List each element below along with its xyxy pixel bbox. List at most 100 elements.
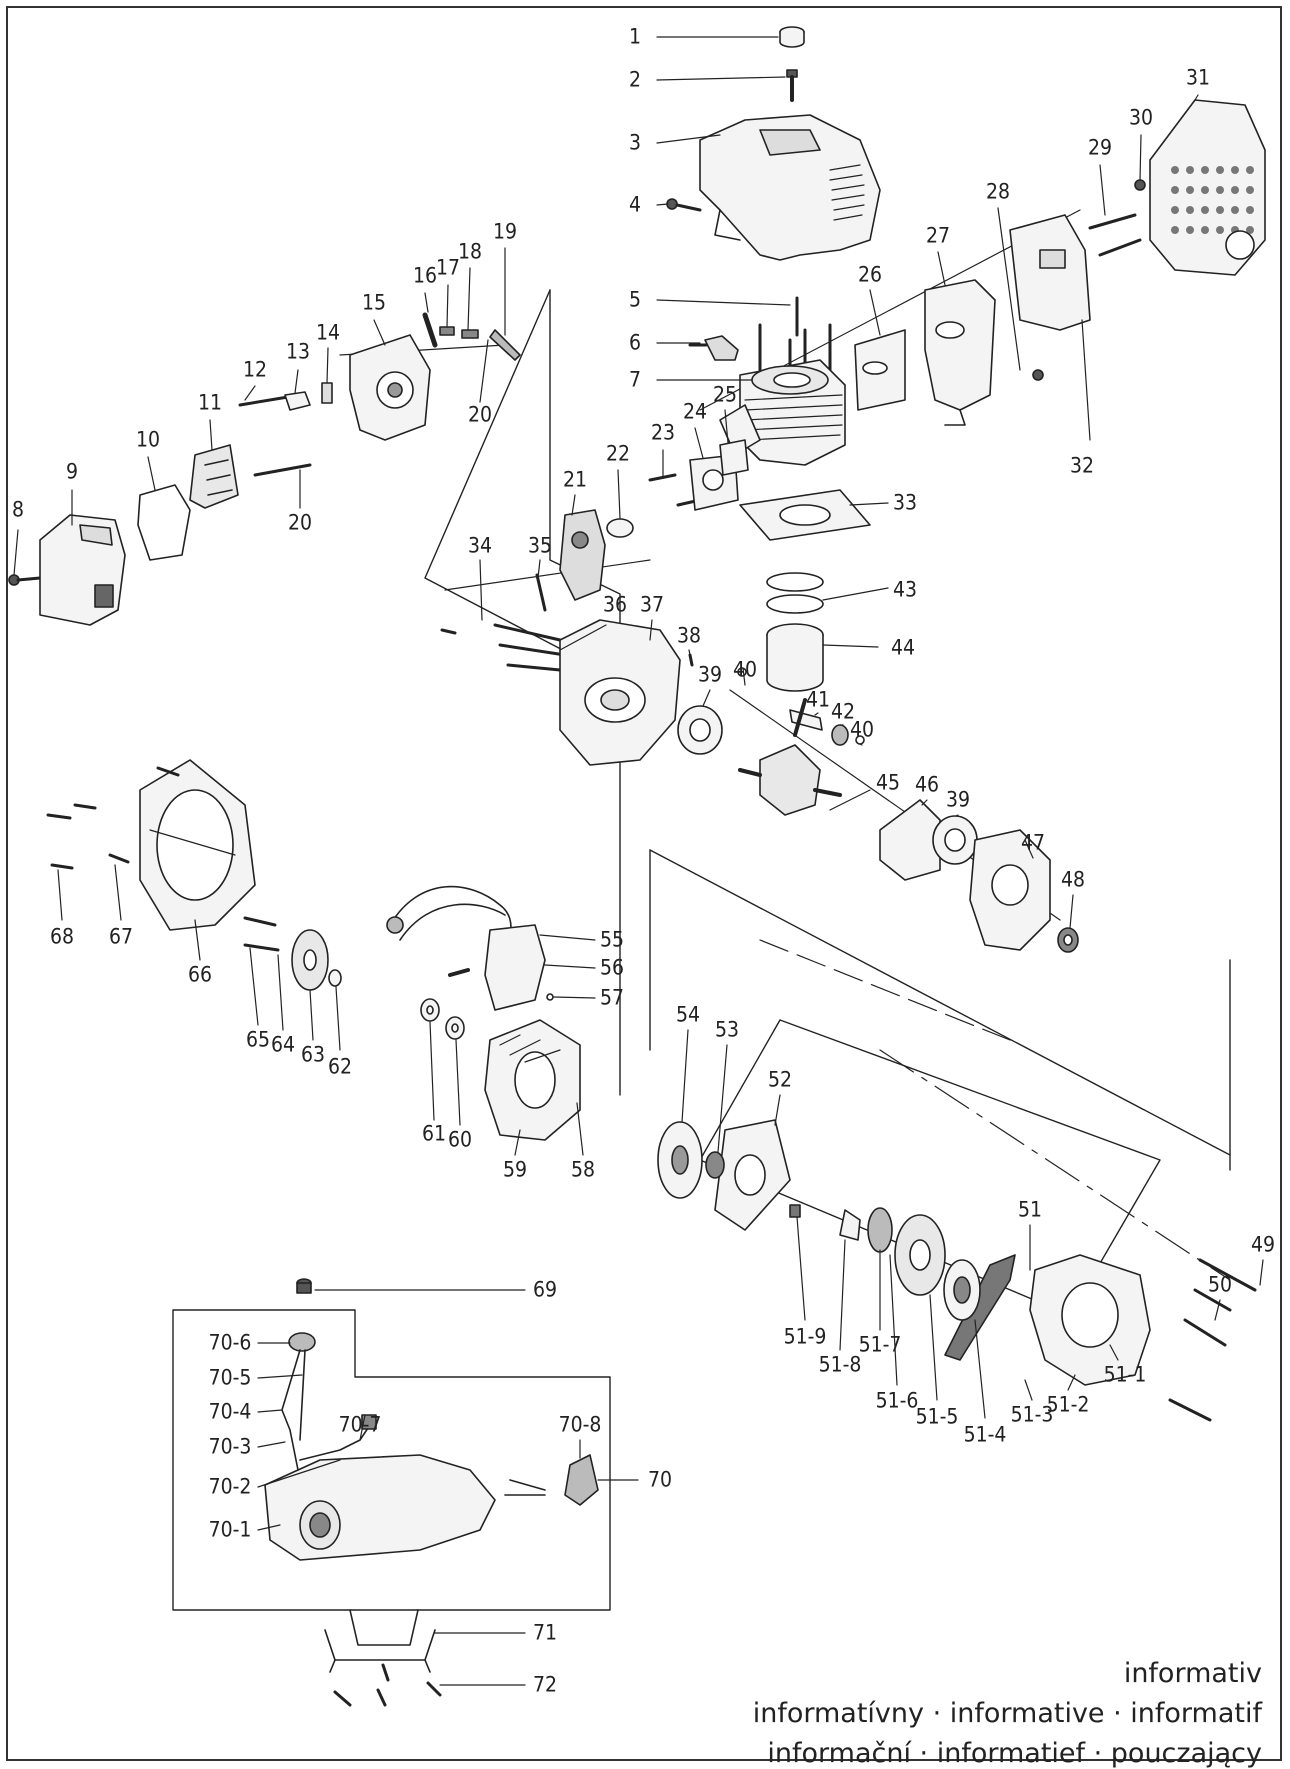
part-label: 70-7 bbox=[338, 1412, 382, 1437]
part-label: 44 bbox=[890, 635, 916, 660]
part-label: 18 bbox=[457, 239, 483, 264]
group-frames bbox=[172, 289, 1231, 1611]
part-label: 51-5 bbox=[915, 1404, 959, 1429]
part-label: 51-2 bbox=[1046, 1392, 1090, 1417]
part-label: 30 bbox=[1128, 105, 1154, 130]
part-label: 29 bbox=[1087, 135, 1113, 160]
part-label: 22 bbox=[605, 441, 631, 466]
part-39-bearing bbox=[677, 705, 723, 755]
part-10-filter bbox=[137, 484, 191, 561]
part-label: 40 bbox=[849, 717, 875, 742]
part-44-piston bbox=[766, 623, 824, 692]
part-label: 2 bbox=[628, 67, 642, 92]
part-label: 15 bbox=[361, 290, 387, 315]
part-71-tank-bracket bbox=[324, 1609, 436, 1673]
part-label: 58 bbox=[570, 1157, 596, 1182]
part-label: 70 bbox=[647, 1467, 673, 1492]
part-label: 45 bbox=[875, 770, 901, 795]
part-label: 70-5 bbox=[208, 1365, 252, 1390]
part-11-filter-base bbox=[189, 444, 239, 509]
part-3-top-cover bbox=[699, 114, 881, 261]
part-5-bolts bbox=[758, 296, 832, 387]
part-33-base-gasket bbox=[739, 489, 871, 541]
part-62-washer bbox=[328, 969, 342, 987]
part-label: 23 bbox=[650, 420, 676, 445]
part-label: 32 bbox=[1069, 453, 1095, 478]
part-55-56-ignition-coil bbox=[386, 885, 546, 1011]
part-label: 13 bbox=[285, 339, 311, 364]
part-label: 35 bbox=[527, 533, 553, 558]
part-label: 50 bbox=[1207, 1272, 1233, 1297]
part-label: 59 bbox=[502, 1157, 528, 1182]
part-59-flywheel bbox=[484, 1019, 581, 1141]
part-26-muffler-gasket bbox=[854, 329, 906, 411]
leader-lines bbox=[13, 36, 1264, 1686]
part-label: 56 bbox=[599, 955, 625, 980]
part-label: 48 bbox=[1060, 867, 1086, 892]
part-label: 70-6 bbox=[208, 1330, 252, 1355]
part-52-plate bbox=[714, 1119, 791, 1231]
part-38-dowel bbox=[688, 653, 694, 667]
diagram-frame bbox=[6, 6, 1282, 1761]
part-label: 51-7 bbox=[858, 1332, 902, 1357]
part-label: 9 bbox=[65, 459, 79, 484]
part-label: 7 bbox=[628, 367, 642, 392]
part-label: 8 bbox=[11, 497, 25, 522]
part-47-crankcase-half bbox=[969, 829, 1051, 951]
part-label: 60 bbox=[447, 1127, 473, 1152]
part-label: 47 bbox=[1020, 830, 1046, 855]
part-label: 62 bbox=[327, 1054, 353, 1079]
part-label: 4 bbox=[628, 192, 642, 217]
part-37-crankcase bbox=[559, 619, 681, 766]
part-label: 51-8 bbox=[818, 1352, 862, 1377]
part-72-screws bbox=[333, 1663, 442, 1707]
part-label: 43 bbox=[892, 577, 918, 602]
part-46-crankcase-gasket bbox=[879, 799, 941, 881]
part-label: 39 bbox=[697, 662, 723, 687]
part-67-68-screws bbox=[46, 766, 180, 870]
part-label: 51-3 bbox=[1010, 1402, 1054, 1427]
part-label: 70-4 bbox=[208, 1399, 252, 1424]
part-69-fuel-cap bbox=[296, 1278, 312, 1294]
part-42-needle-bearing bbox=[831, 724, 849, 746]
part-label: 46 bbox=[914, 772, 940, 797]
part-53-nut bbox=[705, 1151, 725, 1179]
part-54-pulley bbox=[657, 1121, 703, 1199]
part-label: 20 bbox=[467, 402, 493, 427]
part-label: 51-9 bbox=[783, 1324, 827, 1349]
part-label: 11 bbox=[197, 390, 223, 415]
part-64-65-bolts bbox=[243, 916, 280, 952]
part-31-muffler-guard bbox=[1149, 99, 1266, 276]
part-label: 41 bbox=[805, 687, 831, 712]
part-label: 55 bbox=[599, 927, 625, 952]
part-2-screw bbox=[786, 69, 798, 102]
part-label: 5 bbox=[628, 287, 642, 312]
part-27-muffler bbox=[924, 279, 996, 426]
part-45-crankshaft bbox=[738, 698, 842, 816]
part-39b-bearing bbox=[932, 815, 978, 865]
part-25-gasket bbox=[719, 439, 749, 476]
part-label: 66 bbox=[187, 962, 213, 987]
part-70-fuel-tank bbox=[264, 1332, 599, 1561]
footer-line-3: informační · informatief · pouczający bbox=[767, 1738, 1262, 1769]
part-label: 24 bbox=[682, 399, 708, 424]
part-label: 42 bbox=[830, 699, 856, 724]
part-label: 68 bbox=[49, 924, 75, 949]
part-label: 54 bbox=[675, 1002, 701, 1027]
part-label: 27 bbox=[925, 223, 951, 248]
part-label: 70-3 bbox=[208, 1434, 252, 1459]
part-34-36-bolts bbox=[440, 573, 567, 672]
part-21-carburettor bbox=[559, 509, 606, 601]
part-label: 19 bbox=[492, 219, 518, 244]
part-label: 40 bbox=[732, 657, 758, 682]
part-label: 67 bbox=[108, 924, 134, 949]
part-label: 70-1 bbox=[208, 1517, 252, 1542]
part-label: 17 bbox=[435, 255, 461, 280]
part-16-19-linkage bbox=[422, 312, 521, 361]
part-66-fan-housing bbox=[139, 759, 256, 931]
part-6-spark-plug bbox=[688, 335, 739, 361]
part-label: 57 bbox=[599, 985, 625, 1010]
part-29-bolts bbox=[1088, 213, 1142, 257]
footer-line-2: informatívny · informative · informatif bbox=[752, 1698, 1262, 1729]
